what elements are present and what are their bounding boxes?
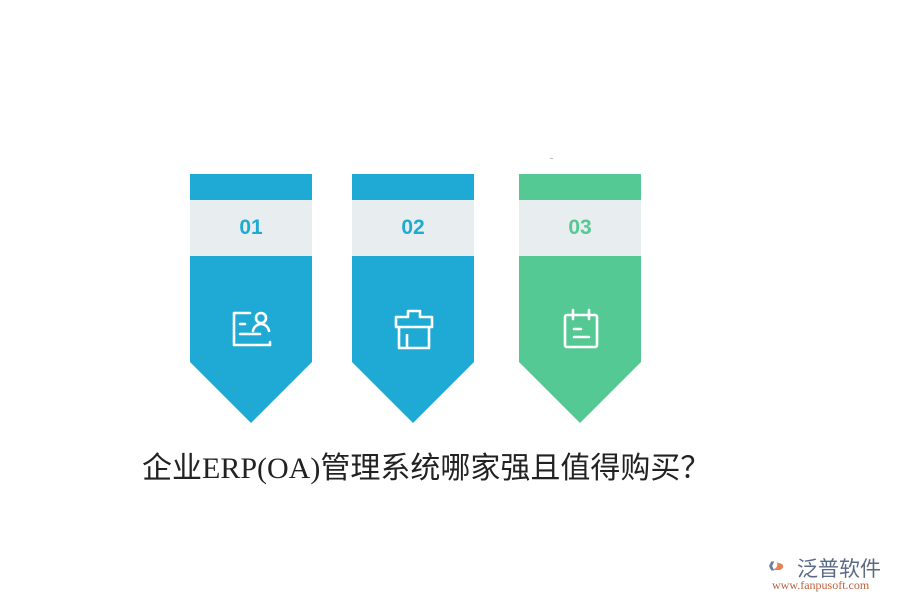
contact-card-icon (232, 311, 272, 347)
fanpu-logo-icon (769, 561, 784, 571)
step-card-2: 02 (352, 174, 474, 423)
number-band (190, 200, 312, 256)
watermark-brand: 泛普软件 (797, 557, 881, 581)
decorative-dash (550, 158, 553, 159)
step-number: 01 (239, 216, 263, 239)
step-number: 03 (568, 216, 592, 239)
number-band (352, 200, 474, 256)
watermark-url: www.fanpusoft.com (772, 578, 870, 592)
step-number: 02 (401, 216, 425, 239)
store-box-icon (394, 309, 434, 350)
step-card-3: 03 (519, 174, 641, 423)
number-band (519, 200, 641, 256)
page-title: 企业ERP(OA)管理系统哪家强且值得购买？ (142, 452, 711, 485)
step-card-1: 01 (190, 174, 312, 423)
calendar-note-icon (563, 308, 599, 349)
